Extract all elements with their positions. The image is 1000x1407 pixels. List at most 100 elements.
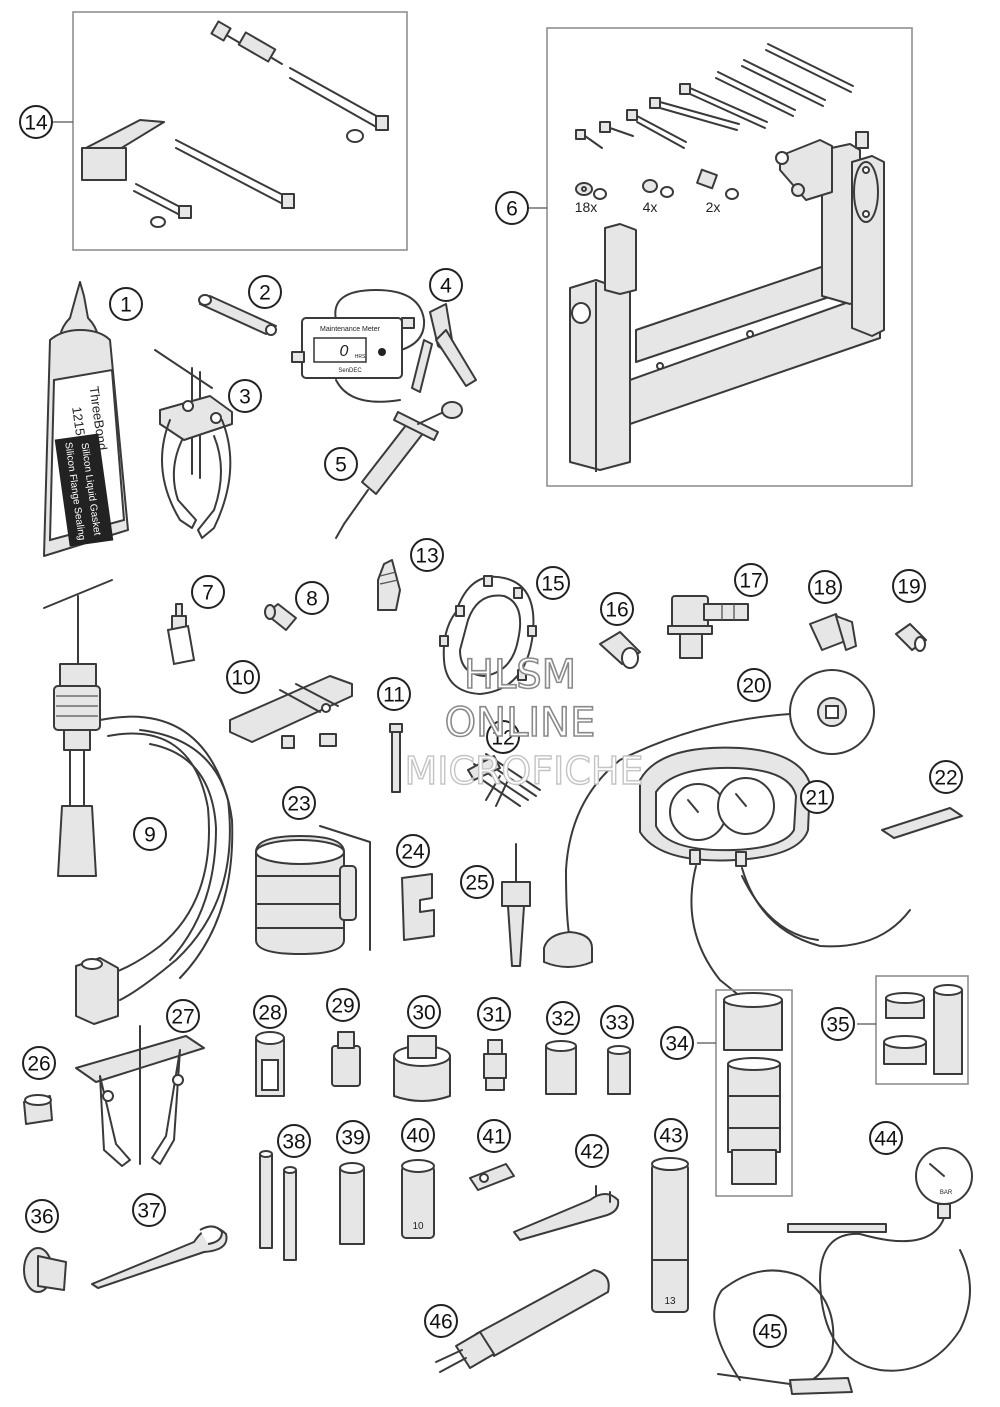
callout-number: 23	[287, 793, 310, 816]
callout-circle	[282, 786, 316, 820]
callout-number: 1	[120, 294, 132, 317]
callout-17: 17	[734, 563, 768, 597]
callout-2: 2	[248, 275, 282, 309]
part-10-holder	[229, 675, 353, 749]
callout-circle	[892, 569, 926, 603]
callout-number: 46	[429, 1311, 452, 1334]
meter-brand: SenDEC	[338, 368, 362, 374]
callout-number: 43	[659, 1125, 682, 1148]
part-33-drift	[607, 1045, 631, 1095]
callout-number: 19	[897, 576, 920, 599]
part-34-press-tool	[697, 989, 793, 1197]
callout-number: 29	[331, 995, 354, 1018]
callout-13: 13	[410, 538, 444, 572]
part-5-syringe	[335, 401, 463, 539]
callout-circle	[737, 668, 771, 702]
callout-circle	[660, 1026, 694, 1060]
socket-label-10: 10	[412, 1221, 424, 1232]
callout-circle	[600, 1005, 634, 1039]
part-2-pin	[198, 294, 277, 336]
callout-circle	[929, 760, 963, 794]
callout-circle	[800, 780, 834, 814]
part-22-strip	[881, 807, 963, 839]
callout-circle	[377, 677, 411, 711]
callout-29: 29	[326, 988, 360, 1022]
callout-circle	[19, 105, 53, 139]
callout-21: 21	[800, 780, 834, 814]
callout-18: 18	[808, 570, 842, 604]
callout-38: 38	[277, 1124, 311, 1158]
callout-number: 3	[239, 386, 251, 409]
callout-7: 7	[191, 575, 225, 609]
callout-circle	[424, 1304, 458, 1338]
part-35-sleeve-set	[857, 975, 969, 1085]
callout-24: 24	[396, 834, 430, 868]
callout-1: 1	[109, 287, 143, 321]
callout-circle	[654, 1118, 688, 1152]
callout-number: 21	[805, 787, 828, 810]
callout-number: 17	[739, 570, 762, 593]
callout-number: 44	[874, 1128, 898, 1151]
callout-8: 8	[295, 581, 329, 615]
callout-number: 39	[341, 1127, 364, 1150]
callout-34: 34	[660, 1026, 694, 1060]
callout-number: 36	[30, 1206, 53, 1229]
callout-number: 33	[605, 1012, 628, 1035]
part-38-pins	[259, 1150, 297, 1261]
part-27-puller	[75, 1025, 205, 1167]
callout-39: 39	[336, 1120, 370, 1154]
callout-circle	[734, 563, 768, 597]
callout-5: 5	[324, 447, 358, 481]
meter-title: Maintenance Meter	[320, 326, 381, 333]
callout-number: 20	[742, 675, 765, 698]
callout-circle	[336, 1120, 370, 1154]
callout-number: 22	[934, 767, 957, 790]
callout-31: 31	[477, 997, 511, 1031]
part-36-plug	[23, 1247, 67, 1293]
callout-number: 16	[605, 599, 628, 622]
callout-number: 41	[482, 1126, 505, 1149]
part-9-slide-hammer	[43, 579, 234, 1025]
callout-number: 18	[813, 577, 836, 600]
callout-9: 9	[133, 817, 167, 851]
callout-number: 28	[258, 1002, 281, 1025]
callout-number: 40	[406, 1125, 429, 1148]
callout-number: 34	[665, 1033, 689, 1056]
watermark-line-1: HLSM	[464, 652, 576, 698]
callout-36: 36	[25, 1199, 59, 1233]
callout-number: 25	[465, 872, 488, 895]
part-45-probe	[713, 1269, 853, 1395]
callout-26: 26	[22, 1046, 56, 1080]
callout-circle	[253, 995, 287, 1029]
callout-number: 37	[137, 1200, 160, 1223]
callout-14: 14	[19, 105, 53, 139]
callout-10: 10	[226, 660, 260, 694]
callout-45: 45	[753, 1314, 787, 1348]
callout-number: 6	[506, 198, 518, 221]
socket-label-13: 13	[664, 1296, 676, 1307]
qty-18x: 18x	[575, 199, 598, 215]
callout-12: 12	[486, 720, 520, 754]
part-1-sealant-tube: ThreeBond 1215 Silicon Liquid Gasket Sil…	[43, 281, 129, 557]
callout-circle	[410, 538, 444, 572]
callout-circle	[132, 1193, 166, 1227]
callout-circle	[575, 1134, 609, 1168]
callout-circle	[600, 592, 634, 626]
watermark: HLSM ONLINE MICROFICHE	[404, 651, 644, 794]
callout-circle	[295, 581, 329, 615]
callout-circle	[401, 1118, 435, 1152]
callout-number: 11	[383, 684, 405, 707]
part-11-pin-punch	[389, 723, 403, 793]
part-37-hook-wrench	[91, 1225, 228, 1289]
callout-circle	[277, 1124, 311, 1158]
callout-circle	[326, 988, 360, 1022]
callout-44: 44	[869, 1121, 903, 1155]
callout-circle	[429, 268, 463, 302]
callout-circle	[25, 1199, 59, 1233]
callout-number: 13	[415, 545, 438, 568]
part-8-plug	[264, 603, 297, 631]
callout-circle	[546, 1001, 580, 1035]
part-6-work-stand: 18x 4x 2x	[528, 27, 913, 487]
callout-41: 41	[477, 1119, 511, 1153]
part-28-sleeve	[255, 1031, 285, 1097]
